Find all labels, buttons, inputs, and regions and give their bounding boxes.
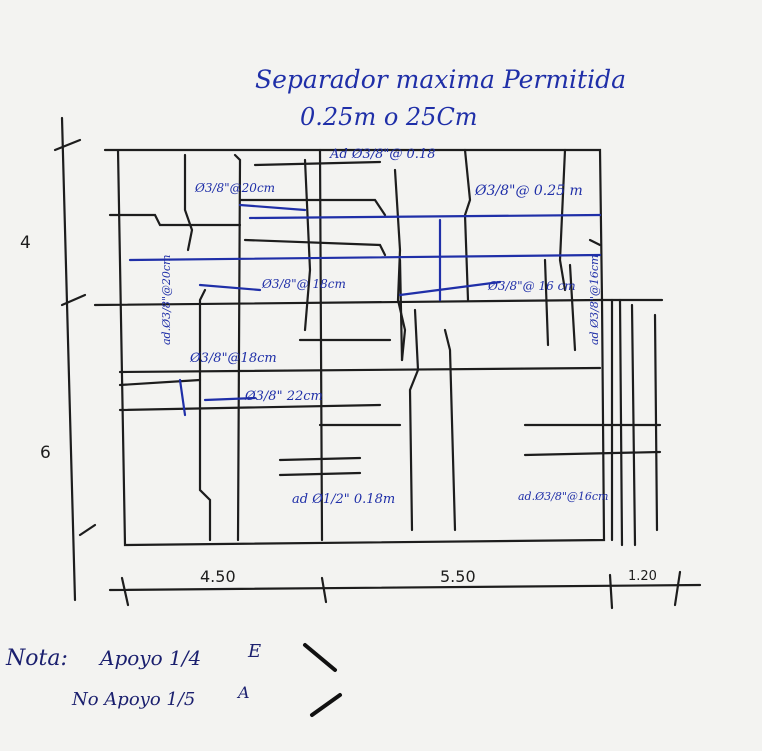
rebar-label-middle-left: Ø3/8"@ 18cm: [261, 277, 346, 291]
rebar-label-lower-left-2: Ø3/8" 22cm: [244, 389, 323, 404]
rebar-label-bottom-center: ad Ø1/2" 0.18m: [292, 492, 395, 507]
rebar-label-top-right: Ø3/8"@ 0.25 m: [474, 183, 583, 199]
header-line-1: Separador maxima Permitida: [255, 65, 626, 94]
note-line-1: Apoyo 1/4: [98, 646, 201, 670]
rebar-label-vertical-left: ad.Ø3/8"@20cm: [160, 255, 173, 345]
rebar-label-top-left: Ø3/8"@20cm: [194, 181, 275, 195]
dim-bottom-1: 4.50: [200, 567, 236, 586]
rebar-label-top-center: Ad Ø3/8"@ 0.18: [329, 147, 435, 162]
rebar-label-bottom-right: ad.Ø3/8"@16cm: [518, 490, 608, 503]
note-line-2: No Apoyo 1/5: [71, 689, 195, 710]
header-line-2: 0.25m o 25Cm: [300, 103, 478, 131]
beam-line-1: [93, 298, 602, 307]
note-line-1-mark: E: [247, 641, 261, 662]
dim-left-top: 4: [20, 233, 31, 253]
rebar-label-lower-left-1: Ø3/8"@18cm: [189, 351, 277, 366]
dim-bottom-3: 1.20: [628, 569, 657, 584]
note-line-2-mark: A: [236, 683, 250, 702]
note-label: Nota:: [5, 646, 68, 671]
dim-bottom-2: 5.50: [440, 567, 476, 586]
support-slash-1: [303, 643, 337, 672]
dim-axis-left: [60, 116, 77, 602]
rebar-label-vertical-right: ad Ø3/8"@16cm: [588, 255, 601, 345]
dim-left-bottom: 6: [40, 443, 51, 463]
dim-axis-bottom: [108, 583, 702, 592]
beam-line-3: [318, 148, 324, 542]
slab-outline: [103, 148, 606, 547]
beam-line-2: [118, 366, 602, 374]
rebar-label-middle-right: Ø3/8"@ 16 cm: [487, 279, 576, 293]
support-slash-2: [310, 693, 342, 717]
